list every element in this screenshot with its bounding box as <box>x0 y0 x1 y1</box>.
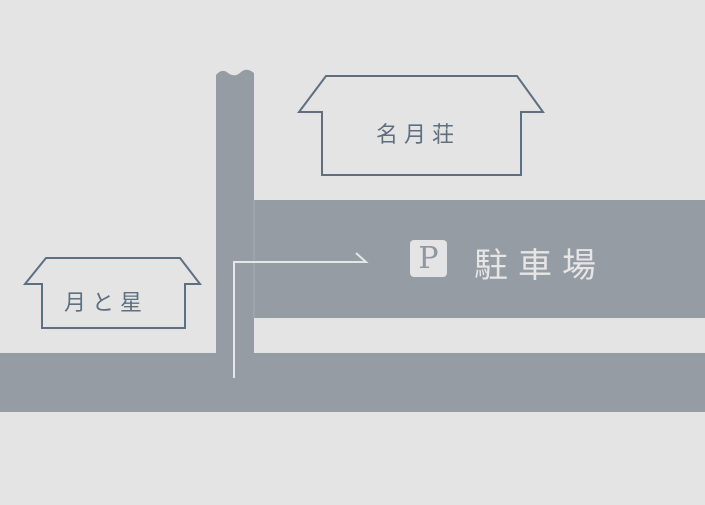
side-street <box>216 69 254 356</box>
parking-road <box>254 200 705 318</box>
route-arrow <box>233 252 369 378</box>
parking-label: 駐車場 <box>474 246 606 286</box>
building-label-meigetsuso: 名月荘 <box>376 123 461 148</box>
building-meigetsuso-outline <box>297 75 545 176</box>
building-tsukitohoshi-outline <box>22 257 203 329</box>
parking-icon: P <box>410 240 447 277</box>
building-label-tsukitohoshi: 月と星 <box>64 291 149 316</box>
main-road <box>0 353 705 412</box>
